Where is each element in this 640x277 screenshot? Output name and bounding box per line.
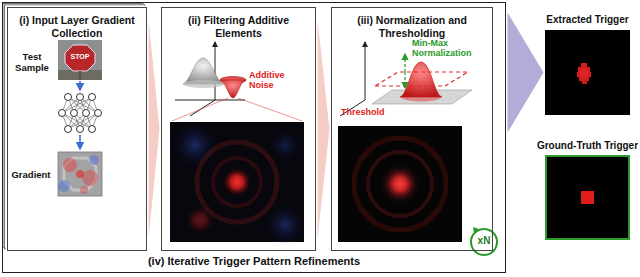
stage-title: (ii) Filtering Additive Elements — [183, 14, 295, 39]
threshold-label: Threshold — [341, 107, 397, 117]
trigger-image: Extracted Trigger — [545, 30, 630, 115]
stage-arrow — [149, 19, 160, 239]
image-label: Test Sample — [10, 52, 54, 74]
image-label: Gradient — [8, 170, 54, 181]
iteration-label: xN — [471, 235, 497, 247]
stage-title: (iii) Normalization and Thresholding — [353, 14, 471, 39]
stage-panel: (ii) Filtering Additive Elements — [161, 7, 316, 251]
normalization-label: Min-Max Normalization — [412, 38, 488, 59]
trigger-title: Extracted Trigger — [546, 14, 628, 26]
image-box: Test Sample — [60, 42, 104, 82]
trigger-image: Ground-Truth Trigger — [545, 155, 630, 240]
noise-label: Additive Noise — [249, 70, 307, 91]
frame-caption: (iv) Iterative Trigger Pattern Refinemen… — [3, 255, 505, 268]
trigger-title: Ground-Truth Trigger — [537, 140, 638, 152]
stage-title: (i) Input Layer Gradient Collection — [17, 14, 137, 39]
stage-arrow — [318, 19, 330, 239]
output-arrow — [508, 13, 544, 133]
image-box: Gradient — [60, 154, 104, 198]
sign-text: STOP — [64, 53, 96, 60]
stage-panel: (i) Input Layer Gradient CollectionTest … — [7, 7, 147, 251]
